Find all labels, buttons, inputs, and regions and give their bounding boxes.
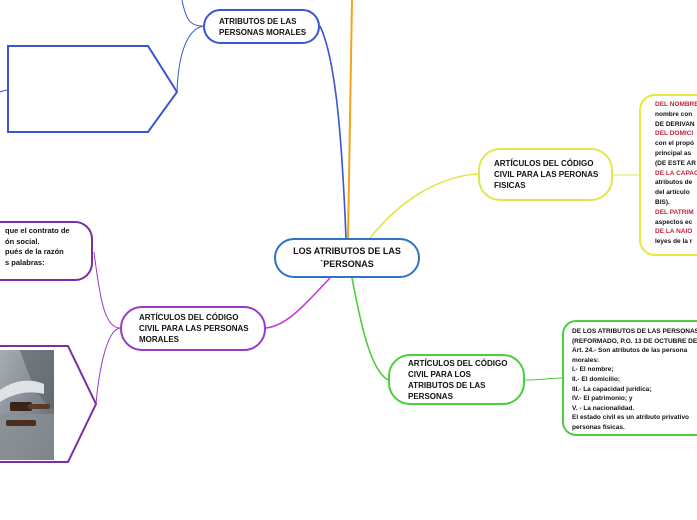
- note-line: pués de la razón: [5, 247, 64, 256]
- note-personas-morales[interactable]: que el contrato de ón social. pués de la…: [0, 221, 93, 281]
- connector-root-atributos: [351, 277, 389, 381]
- pentagon-outline-shape: [7, 45, 179, 133]
- topic-articulos-atributos-personas[interactable]: ARTÍCULOS DEL CÓDIGO CIVIL PARA LOS ATRI…: [388, 354, 525, 405]
- note-line: DE LOS ATRIBUTOS DE LAS PERSONAS: [572, 328, 697, 335]
- note-line: El estado civil es un atributo privativo: [572, 414, 690, 422]
- note-line: leyes de la r: [655, 238, 693, 246]
- note-line: III.- La capacidad jurídica;: [572, 385, 652, 393]
- connector-root-morales-bottom: [265, 277, 331, 329]
- note-line: BIS).: [655, 198, 670, 206]
- note-line: II.- El domicilio;: [572, 375, 621, 383]
- topic-label: ARTÍCULOS DEL CÓDIGO CIVIL PARA LOS ATRI…: [408, 358, 508, 401]
- note-line: (DE ESTE AR: [655, 159, 696, 167]
- note-line: principal as: [655, 149, 692, 157]
- connector-morales-top-children: [176, 0, 204, 93]
- note-line: V. - La nacionalidad.: [572, 404, 635, 412]
- topic-label: ARTÍCULOS DEL CÓDIGO CIVIL PARA LAS PERO…: [494, 159, 599, 190]
- note-line: DEL PATRIM: [655, 208, 694, 216]
- topic-atributos-personas-morales[interactable]: ATRIBUTOS DE LAS PERSONAS MORALES: [203, 9, 320, 44]
- topic-articulos-personas-morales[interactable]: ARTÍCULOS DEL CÓDIGO CIVIL PARA LAS PERS…: [120, 306, 266, 351]
- note-line: DE LA CAPAC: [655, 169, 697, 177]
- note-line: aspectos ec: [655, 218, 693, 226]
- connector-morales-bottom-children: [93, 251, 121, 405]
- note-line: personas físicas.: [572, 423, 625, 431]
- connector-root-fisicas: [369, 173, 479, 239]
- connector-pentagon-left: [0, 89, 9, 93]
- topic-label: ATRIBUTOS DE LAS PERSONAS MORALES: [219, 16, 307, 37]
- topic-label: ARTÍCULOS DEL CÓDIGO CIVIL PARA LAS PERS…: [139, 313, 249, 344]
- judge-gavel-photo: [0, 350, 54, 460]
- note-line: DE LA NAIO: [655, 228, 693, 236]
- note-line: IV.- El patrimonio; y: [572, 395, 633, 403]
- note-line: del artículo: [655, 189, 690, 197]
- note-line: DE DERIVAN: [655, 120, 695, 128]
- topic-articulos-personas-fisicas[interactable]: ARTÍCULOS DEL CÓDIGO CIVIL PARA LAS PERO…: [478, 148, 613, 201]
- note-atributos[interactable]: DE LOS ATRIBUTOS DE LAS PERSONAS (REFORMA…: [562, 320, 697, 436]
- note-line: atributos de: [655, 179, 693, 187]
- note-line: con el propó: [655, 140, 694, 148]
- note-line: s palabras:: [5, 257, 45, 267]
- note-line: (REFORMADO, P.O. 13 DE OCTUBRE DE: [572, 337, 697, 345]
- connector-orange: [347, 0, 353, 239]
- root-node[interactable]: LOS ATRIBUTOS DE LAS `PERSONAS: [274, 238, 420, 278]
- note-line: DEL DOMICI: [655, 130, 694, 138]
- note-line: DEL NOMBRE: [655, 101, 697, 108]
- note-line: nombre con: [655, 110, 693, 118]
- root-title: LOS ATRIBUTOS DE LAS `PERSONAS: [293, 246, 401, 269]
- note-line: morales:: [572, 356, 600, 364]
- note-personas-fisicas[interactable]: DEL NOMBRE nombre con DE DERIVAN DEL DOMICI…: [639, 94, 697, 256]
- note-line: I.- El nombre;: [572, 366, 614, 374]
- note-line: que el contrato de: [5, 226, 70, 235]
- connector-root-morales-top: [319, 25, 347, 239]
- note-line: ón social.: [5, 236, 40, 246]
- connector-atributos-note: [524, 377, 563, 381]
- note-line: Art. 24.- Son atributos de las persona: [572, 347, 688, 355]
